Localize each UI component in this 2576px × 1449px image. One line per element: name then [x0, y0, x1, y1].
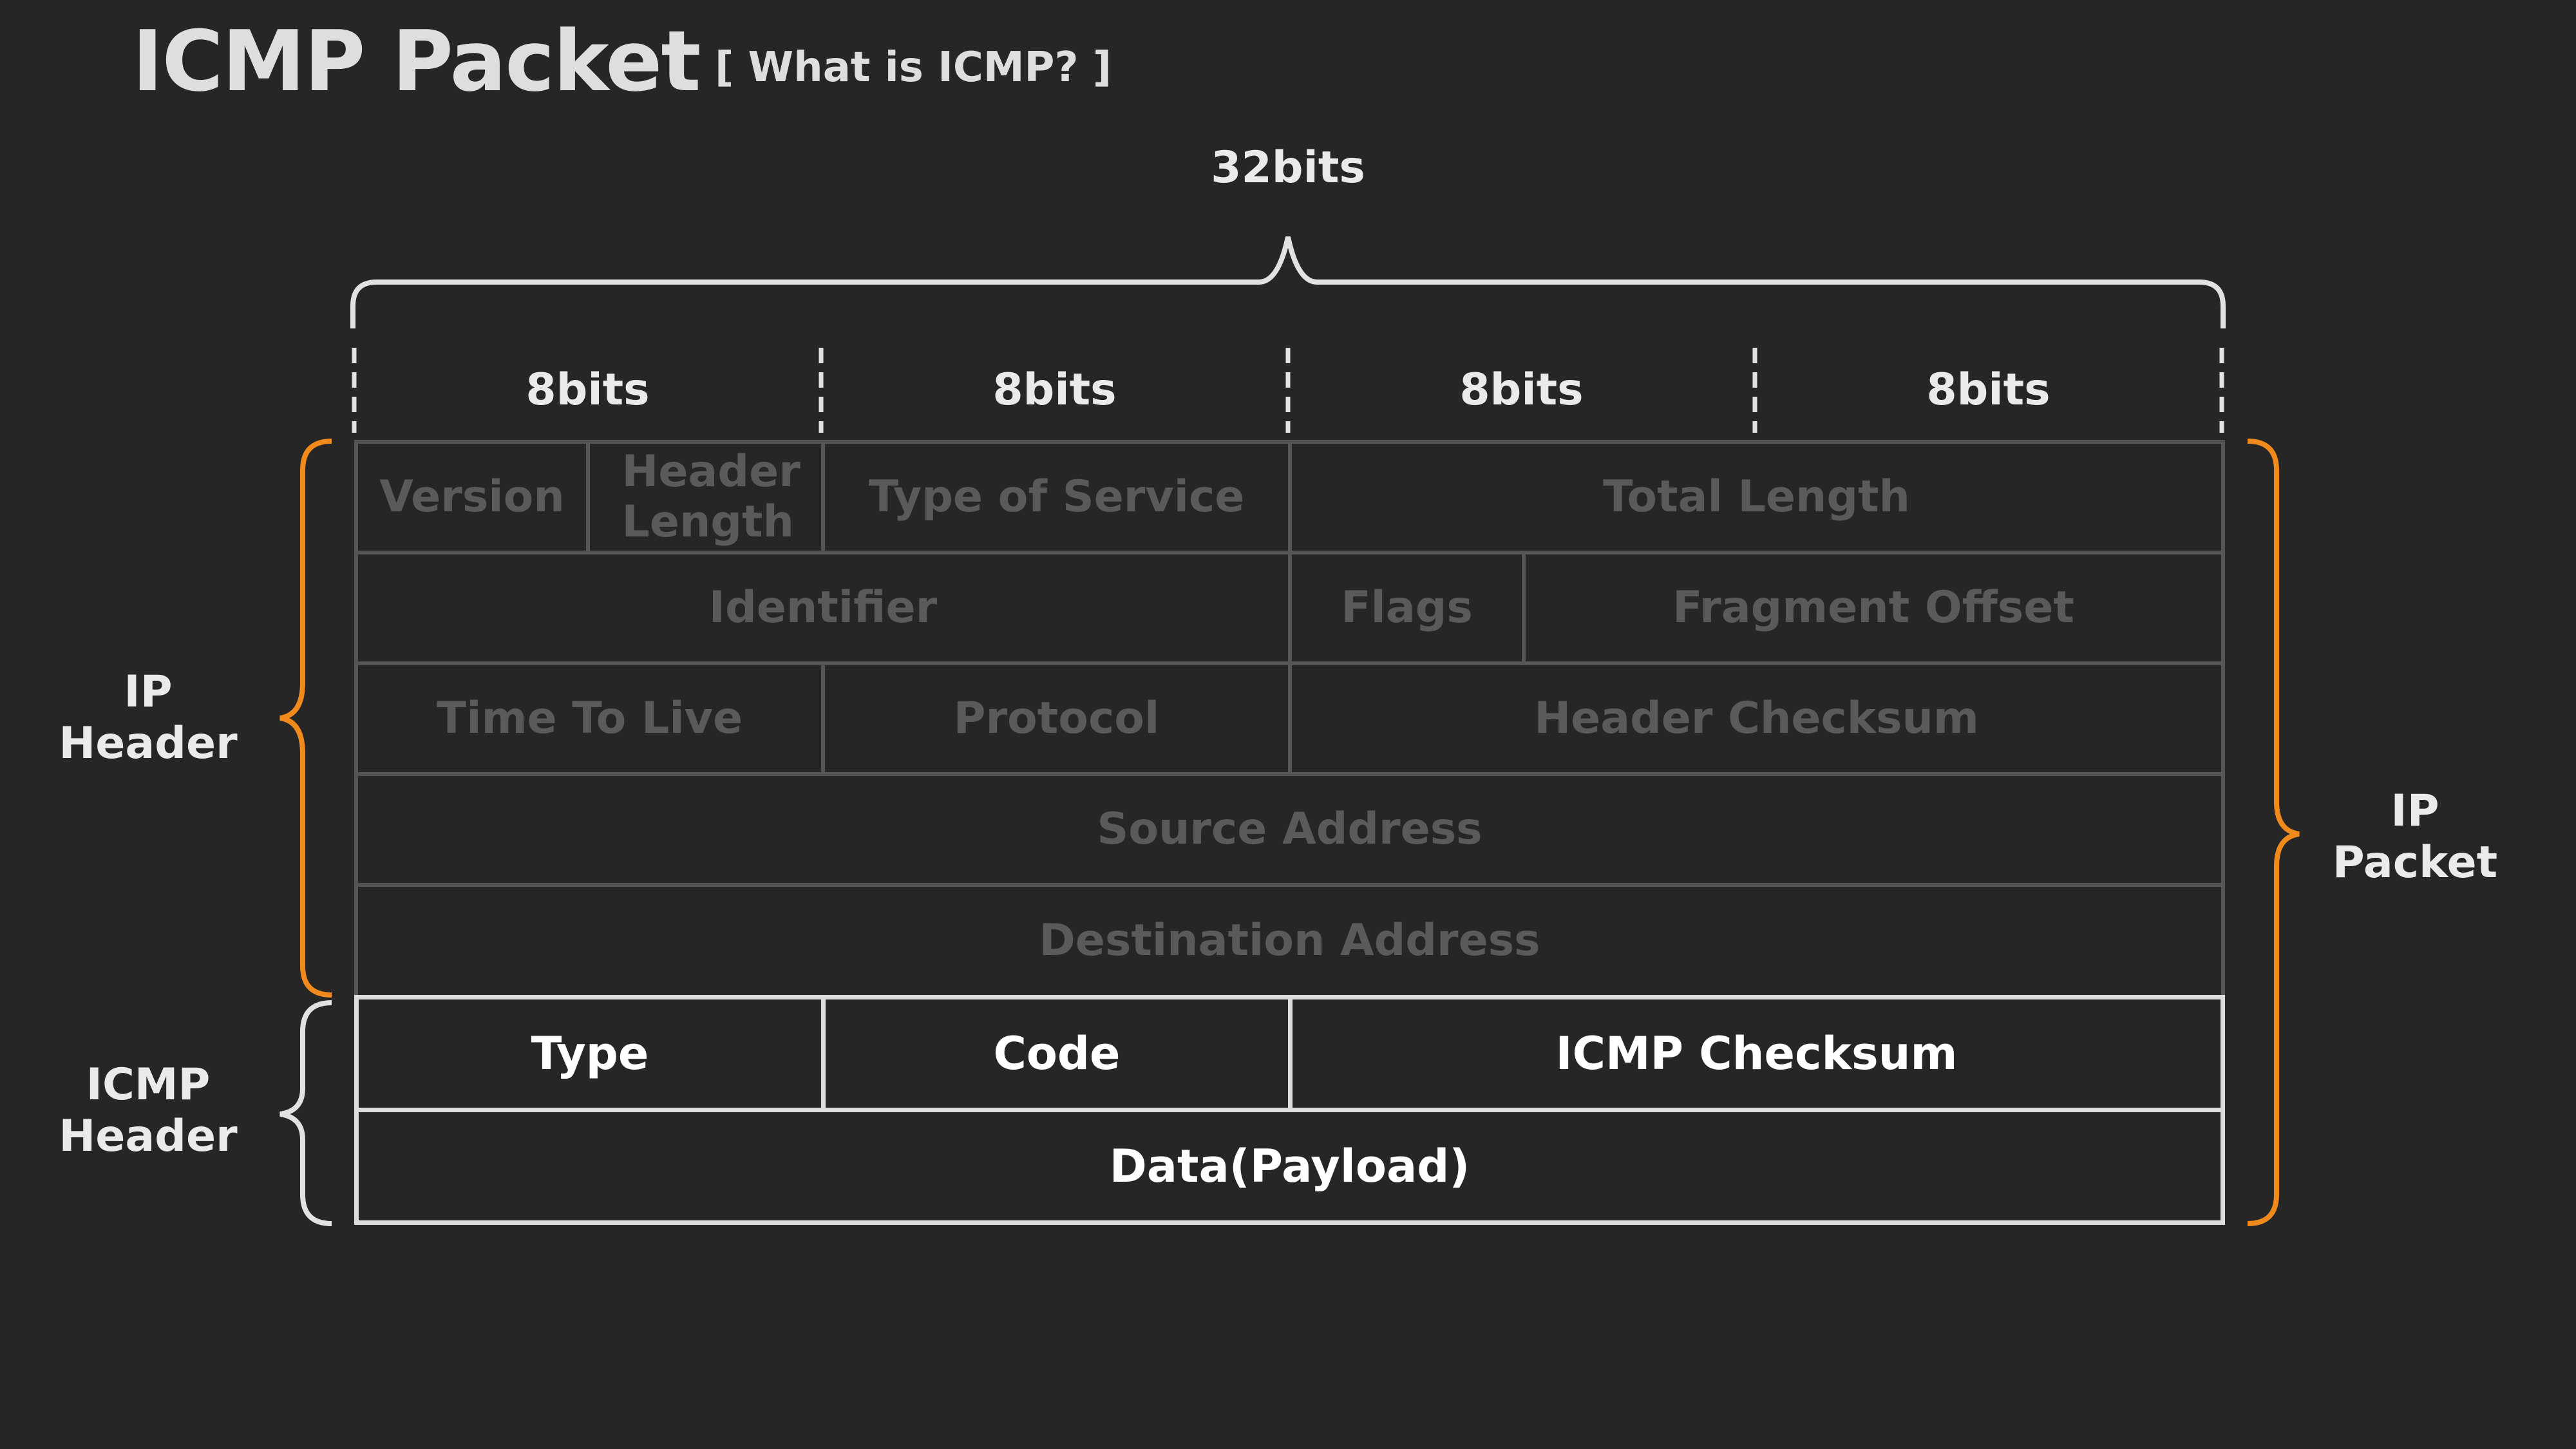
field-source-address: Source Address: [354, 772, 2225, 887]
octet-dividers: [352, 348, 2224, 433]
ip-header-label: IP Header: [59, 667, 238, 769]
total-width-label: 32bits: [1211, 142, 1365, 193]
octet-width-label: 8bits: [526, 364, 650, 415]
field-protocol: Protocol: [821, 661, 1292, 776]
field-icmp-checksum: ICMP Checksum: [1288, 995, 2225, 1112]
field-header-checksum: Header Checksum: [1288, 661, 2225, 776]
field-destination-address: Destination Address: [354, 883, 2225, 999]
icmp-header-label: ICMP Header: [59, 1059, 238, 1162]
page-title: ICMP Packet: [132, 12, 701, 110]
field-time-to-live: Time To Live: [354, 661, 825, 776]
field-header-length: Header Length: [586, 440, 825, 554]
field-identifier: Identifier: [354, 551, 1292, 665]
field-code: Code: [821, 995, 1293, 1112]
ip-header-brace: [279, 439, 332, 998]
ip-packet-brace: [2247, 439, 2300, 1226]
field-version: Version: [354, 440, 590, 554]
octet-width-label: 8bits: [1926, 364, 2050, 415]
field-total-length: Total Length: [1288, 440, 2225, 554]
octet-width-label: 8bits: [992, 364, 1117, 415]
ip-packet-label: IP Packet: [2332, 786, 2498, 888]
icmp-header-brace: [279, 1000, 332, 1226]
octet-width-label: 8bits: [1459, 364, 1584, 415]
field-fragment-offset: Fragment Offset: [1522, 551, 2225, 665]
page-subtitle: [ What is ICMP? ]: [715, 44, 1112, 91]
field-type: Type: [354, 995, 826, 1112]
field-flags: Flags: [1288, 551, 1526, 665]
32bits-brace: [350, 236, 2226, 328]
field-type-of-service: Type of Service: [821, 440, 1292, 554]
field-data-payload: Data(Payload): [354, 1108, 2225, 1225]
